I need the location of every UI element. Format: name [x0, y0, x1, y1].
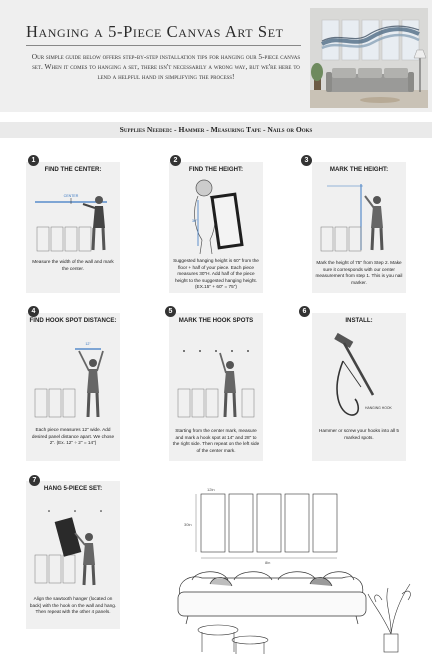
step-7-title: HANG 5-PIECE SET: — [43, 485, 103, 492]
hook-marks — [183, 350, 249, 352]
step-7-text: Align the sawtooth hanger (located on ba… — [29, 596, 117, 615]
final-layout-diagram: 30in 12in 8in — [177, 487, 411, 654]
header: Hanging a 5-Piece Canvas Art Set Our sim… — [0, 0, 432, 112]
sofa-sketch — [177, 571, 367, 625]
center-label: CENTER — [64, 194, 79, 198]
sofa — [326, 68, 414, 92]
step-3-text: Mark the height of 75" from Step 2. Make… — [315, 260, 403, 285]
height-dim-label: 30" — [192, 219, 198, 223]
mark-hooks-illustration — [177, 350, 255, 418]
step-2-text: Suggested hanging height is 60" from the… — [173, 258, 259, 290]
hook-distance-illustration: 12" — [34, 342, 104, 418]
person-figure — [78, 350, 104, 418]
hang-panel-illustration — [34, 510, 102, 586]
supplies-bar: Supplies Needed: - Hammer - Measuring Ta… — [0, 122, 432, 138]
measure-center-illustration: CENTER — [35, 194, 107, 252]
lamp — [413, 49, 427, 92]
canvas-panels — [321, 19, 420, 61]
dimension-lines — [195, 494, 337, 559]
mark-height-illustration — [320, 184, 384, 252]
supplies-text: Supplies Needed: - Hammer - Measuring Ta… — [119, 125, 313, 134]
step-6-text: Hammer or screw your hooks into all 5 ma… — [319, 428, 399, 440]
hero-room-image — [310, 8, 428, 108]
person-figure — [82, 196, 106, 251]
dim-30in-label: 30in — [184, 522, 192, 527]
step-2-badge: 2 — [170, 155, 181, 166]
step-7-panel: HANG 5-PIECE SET: Align the sawtooth han… — [26, 481, 120, 629]
step-3-panel: MARK THE HEIGHT: Mark the height of 75" … — [312, 162, 406, 293]
step-2-panel: FIND THE HEIGHT: 30" Suggested hanging h… — [169, 162, 263, 293]
page-title: Hanging a 5-Piece Canvas Art Set — [26, 22, 284, 41]
step-4-text: Each piece measures 12" wide. Add desire… — [31, 427, 115, 446]
hook-marks — [48, 510, 102, 512]
install-hook-illustration: HANGING HOOK — [334, 332, 392, 416]
person-figure — [219, 352, 237, 418]
dim-8in-label: 8in — [265, 560, 270, 565]
step-5-text: Starting from the center mark, measure a… — [172, 428, 260, 453]
panel-outlines — [200, 493, 338, 553]
step-5-badge: 5 — [165, 306, 176, 317]
dim-12in-label: 12in — [207, 487, 215, 492]
step-1-panel: FIND THE CENTER: CENTER Measure the widt… — [26, 162, 120, 293]
person-figure — [74, 532, 96, 586]
step-1-title: FIND THE CENTER: — [44, 166, 102, 173]
step-4-badge: 4 — [28, 306, 39, 317]
height-illustration: 30" — [192, 179, 244, 255]
coffee-table-sketch — [197, 624, 269, 654]
step-3-title: MARK THE HEIGHT: — [329, 166, 389, 173]
step-5-panel: MARK THE HOOK SPOTS Starting from the ce… — [169, 313, 263, 461]
width-dim-label: 12" — [85, 342, 91, 346]
plant — [311, 63, 323, 90]
step-1-badge: 1 — [28, 155, 39, 166]
intro-text: Our simple guide below offers step-by-st… — [31, 52, 301, 82]
step-4-panel: FIND HOOK SPOT DISTANCE: 12" Each piece … — [26, 313, 120, 461]
step-1-text: Measure the width of the wall and mark t… — [32, 259, 114, 271]
step-6-panel: INSTALL: HANGING HOOK Hammer or screw yo… — [312, 313, 406, 461]
hanging-hook-label: HANGING HOOK — [365, 406, 392, 410]
title-underline — [26, 45, 301, 46]
step-6-badge: 6 — [299, 306, 310, 317]
step-4-title: FIND HOOK SPOT DISTANCE: — [29, 317, 117, 324]
step-2-title: FIND THE HEIGHT: — [188, 166, 244, 173]
person-figure — [364, 195, 384, 251]
hammer-icon — [334, 332, 375, 396]
step-3-badge: 3 — [301, 155, 312, 166]
hook-icon — [336, 360, 362, 416]
step-7-badge: 7 — [29, 475, 40, 486]
living-room-illustration — [310, 8, 428, 108]
step-5-title: MARK THE HOOK SPOTS — [178, 317, 254, 324]
step-6-title: INSTALL: — [345, 317, 373, 324]
plant-sketch — [367, 583, 411, 653]
